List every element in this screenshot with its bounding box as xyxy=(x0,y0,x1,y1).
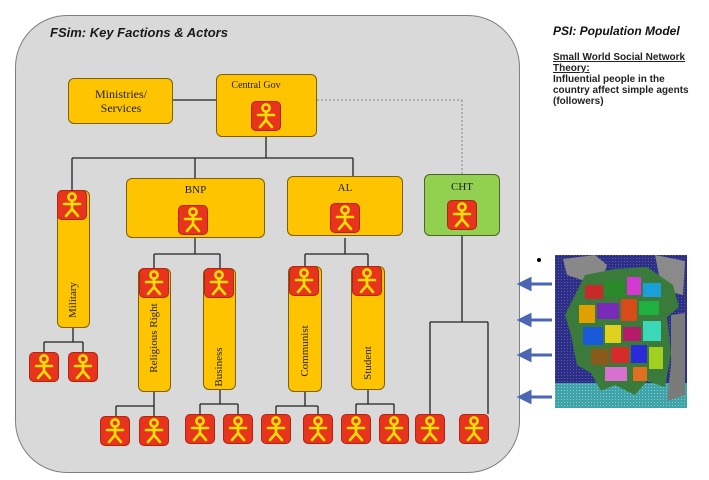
actor-icon xyxy=(341,414,371,444)
actor-icon xyxy=(204,268,234,298)
actor-icon xyxy=(379,414,409,444)
ministries-box xyxy=(68,78,173,124)
al-label: AL xyxy=(337,182,353,194)
bangladesh-map-icon xyxy=(555,255,687,408)
actor-icon xyxy=(68,352,98,382)
student-label: Student xyxy=(362,346,374,380)
central-gov-label: Central Gov xyxy=(231,80,281,91)
actor-icon xyxy=(330,203,360,233)
population-map xyxy=(555,255,687,408)
actor-icon xyxy=(289,266,319,296)
actor-icon xyxy=(139,268,169,298)
bnp-label: BNP xyxy=(184,184,207,196)
actor-icon xyxy=(29,352,59,382)
actor-icon xyxy=(223,414,253,444)
theory-body: Influential people in the country affect… xyxy=(553,74,689,107)
actor-icon xyxy=(139,416,169,446)
population-model-title: PSI: Population Model xyxy=(553,24,680,38)
actor-icon xyxy=(415,414,445,444)
actor-icon xyxy=(261,414,291,444)
actor-icon xyxy=(57,190,87,220)
actor-icon xyxy=(303,414,333,444)
religious-right-label: Religious Right xyxy=(148,303,160,373)
communist-label: Communist xyxy=(299,325,311,377)
actor-icon xyxy=(459,414,489,444)
bullet-dot xyxy=(537,258,541,262)
actor-icon xyxy=(447,200,477,230)
ministries-label: Ministries/ Services xyxy=(94,87,147,115)
panel-title: FSim: Key Factions & Actors xyxy=(50,25,228,40)
business-label: Business xyxy=(213,347,225,387)
actor-icon xyxy=(352,266,382,296)
actor-icon xyxy=(100,416,130,446)
actor-icon xyxy=(251,101,281,131)
military-label: Military xyxy=(67,281,79,319)
cht-label: CHT xyxy=(451,181,473,193)
actor-icon xyxy=(185,414,215,444)
theory-text: Small World Social Network Theory: Influ… xyxy=(553,52,693,107)
theory-heading: Small World Social Network Theory: xyxy=(553,52,686,74)
actor-icon xyxy=(178,205,208,235)
